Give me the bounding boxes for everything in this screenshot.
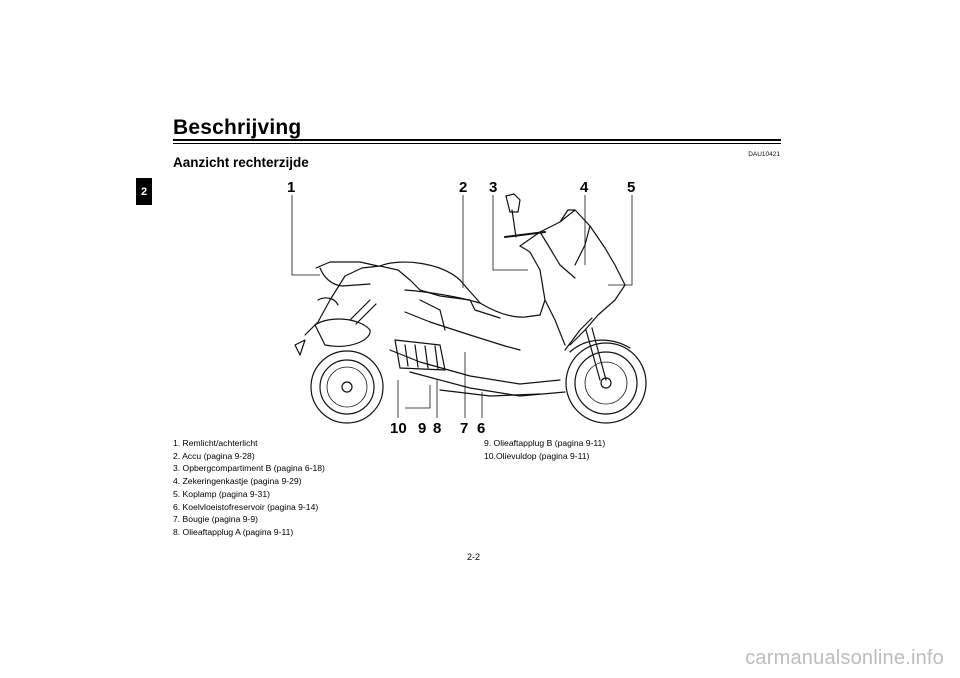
callout-4: 4 (580, 179, 589, 196)
callout-1: 1 (287, 179, 296, 196)
legend-item: 9. Olieaftapplug B (pagina 9-11) (484, 438, 606, 448)
legend-item: 8. Olieaftapplug A (pagina 9-11) (173, 526, 294, 537)
callout-5: 5 (627, 179, 636, 196)
legend-column-1: 1. Remlicht/achterlicht 2. Accu (pagina … (173, 437, 325, 539)
page-title: Beschrijving (173, 116, 302, 139)
chapter-tab: 2 (136, 178, 152, 205)
legend-item: 5. Koplamp (pagina 9-31) (173, 488, 270, 499)
callout-8: 8 (433, 420, 442, 437)
document-code: DAU10421 (748, 151, 780, 158)
legend-item: 2. Accu (pagina 9-28) (173, 450, 255, 461)
legend-item: 3. Opbergcompartiment B (pagina 6-18) (173, 463, 325, 474)
scooter-illustration (291, 193, 647, 424)
callout-2: 2 (459, 179, 468, 196)
callout-3: 3 (489, 179, 498, 196)
callout-9: 9 (418, 420, 427, 437)
page-number: 2-2 (467, 552, 481, 562)
callout-7: 7 (460, 420, 469, 437)
watermark: carmanualsonline.info (745, 647, 944, 669)
legend-item: 1. Remlicht/achterlicht (173, 438, 258, 448)
legend-column-2: 9. Olieaftapplug B (pagina 9-11) 10.Olie… (484, 437, 605, 462)
callout-6: 6 (477, 420, 486, 437)
legend-item: 6. Koelvloeistofreservoir (pagina 9-14) (173, 501, 319, 512)
section-title: Aanzicht rechterzijde (173, 155, 309, 170)
callout-10: 10 (390, 420, 407, 437)
legend-item: 10.Olievuldop (pagina 9-11) (484, 450, 590, 461)
title-rule-thin (173, 143, 781, 144)
title-rule (173, 139, 781, 141)
legend-item: 7. Bougie (pagina 9-9) (173, 514, 259, 525)
legend-item: 4. Zekeringenkastje (pagina 9-29) (173, 476, 302, 487)
